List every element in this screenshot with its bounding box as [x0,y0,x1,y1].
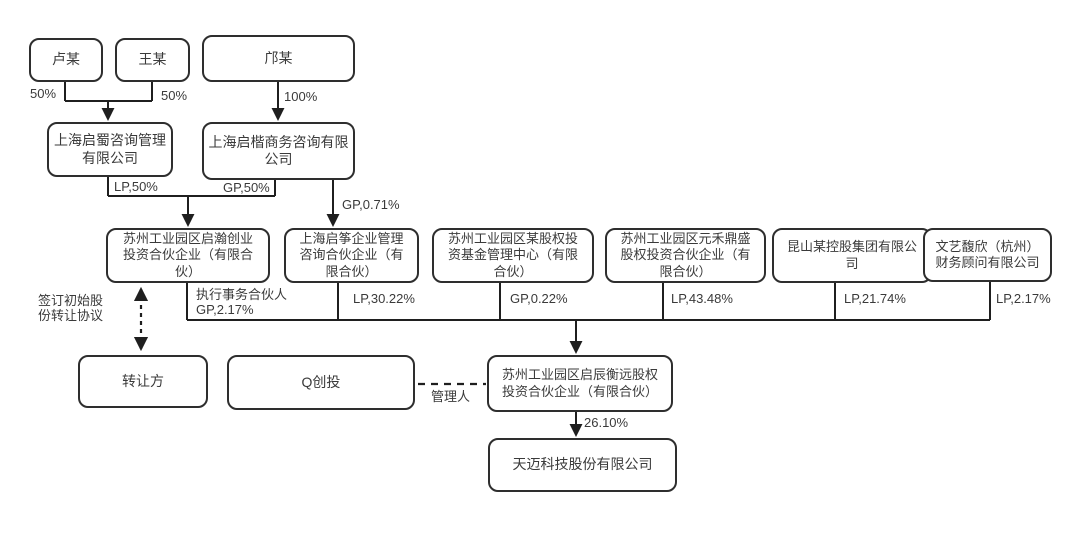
node-lu: 卢某 [29,38,103,82]
node-qihan: 苏州工业园区启瀚创业 投资合伙企业（有限合 伙） [106,228,270,283]
edge-qishu-qikai-merge [107,177,276,197]
node-tianmai: 天迈科技股份有限公司 [488,438,677,492]
node-qikai: 上海启楷商务咨询有限 公司 [202,122,355,180]
edge-label-qichen-tianmai-pct: 26.10% [584,415,629,430]
partner-bus-lines [186,282,991,321]
node-q-chuangtou: Q创投 [227,355,415,410]
node-qizheng: 上海启筝企业管理 咨询合伙企业（有 限合伙） [284,228,419,283]
edge-label-agreement: 签订初始股 份转让协议 [38,293,104,324]
node-qichen: 苏州工业园区启辰衡远股权 投资合伙企业（有限合伙） [487,355,673,412]
edge-label-yuanhe-stake: LP,43.48% [671,291,733,306]
edge-label-qizheng-stake: LP,30.22% [353,291,415,306]
edge-label-qihan-stake: 执行事务合伙人 GP,2.17% [196,287,288,318]
edge-label-wenyi-stake: LP,2.17% [996,291,1051,306]
node-qishu: 上海启蜀咨询管理 有限公司 [47,122,173,177]
node-kunshan: 昆山某控股集团有限公 司 [772,228,932,283]
edge-label-lu-pct: 50% [30,86,57,101]
node-yuanhe: 苏州工业园区元禾鼎盛 股权投资合伙企业（有 限合伙） [605,228,766,283]
edge-label-kunshan-stake: LP,21.74% [844,291,906,306]
edge-label-manager: 管理人 [431,389,471,404]
node-wang: 王某 [115,38,190,82]
node-fund-center: 苏州工业园区某股权投 资基金管理中心（有限 合伙） [432,228,594,283]
edge-label-fund-center-stake: GP,0.22% [510,291,568,306]
node-kuang: 邝某 [202,35,355,82]
edge-label-qikai-qizheng: GP,0.71% [342,197,400,212]
edge-label-kuang-pct: 100% [284,89,318,104]
node-zhuanrangfang: 转让方 [78,355,208,408]
edge-label-qishu-stake: LP,50% [114,179,158,194]
edge-label-qikai-stake: GP,50% [223,180,270,195]
edge-lu-wang-merge [64,82,153,102]
edge-label-wang-pct: 50% [161,88,188,103]
node-wenyi: 文艺馥欣（杭州） 财务顾问有限公司 [923,228,1052,282]
